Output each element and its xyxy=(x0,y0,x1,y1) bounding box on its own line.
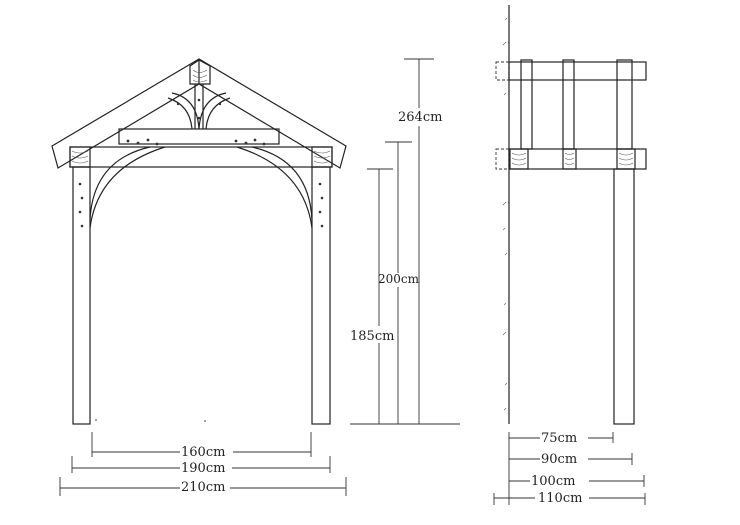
dim-190: 190cm xyxy=(181,461,225,476)
height-dims: 264cm 200cm 185cm xyxy=(350,58,460,425)
tie-beam xyxy=(69,146,333,168)
pegs xyxy=(78,138,324,228)
dim-185: 185cm xyxy=(350,329,394,344)
stud-1 xyxy=(520,59,533,150)
front-view: 160cm 190cm 210cm xyxy=(51,58,347,496)
collar-tie xyxy=(118,128,280,145)
side-post xyxy=(613,168,635,425)
dim-90: 90cm xyxy=(541,452,577,467)
upper-beam xyxy=(495,61,647,81)
ground-marks xyxy=(95,419,206,422)
dim-160: 160cm xyxy=(181,445,225,460)
dim-110: 110cm xyxy=(538,491,582,506)
ridge-block xyxy=(189,59,211,85)
roof xyxy=(51,58,347,169)
wall xyxy=(502,5,510,424)
arch-braces xyxy=(89,146,313,229)
stud-2 xyxy=(562,59,575,150)
beam-end-left xyxy=(69,146,91,168)
king-post-truss xyxy=(167,84,231,130)
side-dims: 75cm 90cm 100cm 110cm xyxy=(493,431,646,506)
width-dims: 160cm 190cm 210cm xyxy=(59,432,347,496)
dim-75: 75cm xyxy=(541,431,577,446)
post-right xyxy=(311,166,331,425)
lower-beam xyxy=(495,148,647,170)
dim-200: 200cm xyxy=(378,272,420,286)
dim-100: 100cm xyxy=(531,474,575,489)
post-left xyxy=(72,166,91,425)
stud-3 xyxy=(616,59,633,150)
dim-264: 264cm xyxy=(398,110,442,125)
dim-210: 210cm xyxy=(181,480,225,495)
side-view: 75cm 90cm 100cm 110cm xyxy=(493,5,647,506)
